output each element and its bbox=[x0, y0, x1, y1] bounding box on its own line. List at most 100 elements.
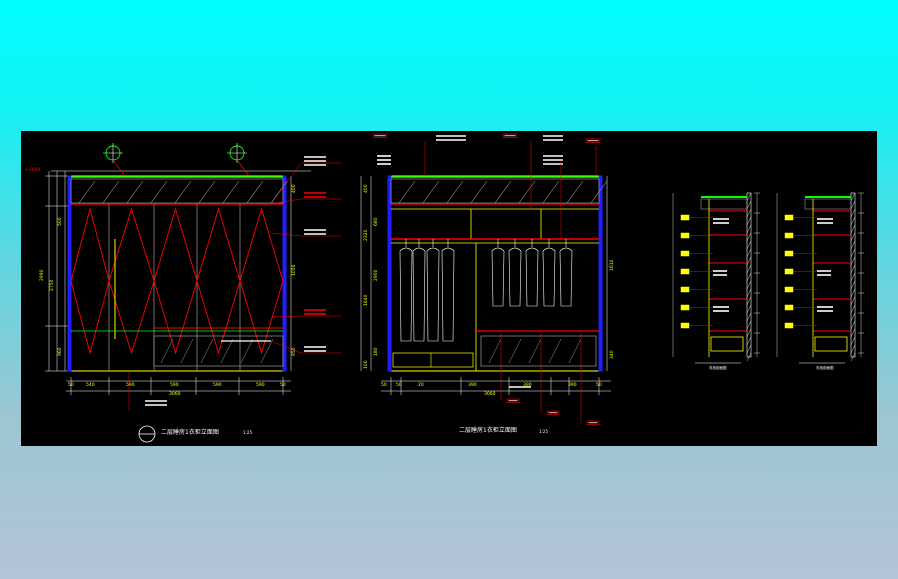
right-wall bbox=[282, 175, 287, 372]
annotation-leader bbox=[270, 315, 302, 318]
section-wall-hatch bbox=[746, 320, 752, 330]
section-wall-hatch bbox=[850, 344, 856, 354]
section-wall-hatch bbox=[850, 216, 856, 226]
v2-callout-tag bbox=[372, 133, 388, 138]
v2-title: 二层睡房1衣柜立面图 bbox=[459, 426, 517, 434]
drawer-hatch bbox=[240, 338, 254, 364]
dim-text-bottom: 590 bbox=[256, 382, 265, 388]
v2-drawer-hatch bbox=[548, 338, 562, 364]
section-top-band bbox=[700, 198, 748, 210]
hanging-garment-3 bbox=[426, 247, 440, 342]
annotation-leader bbox=[270, 232, 302, 237]
section-view-1: 衣柜剖面图 bbox=[672, 192, 760, 370]
section-wall-hatch bbox=[746, 344, 752, 354]
annotation-leader bbox=[270, 198, 302, 205]
section-wall-hatch bbox=[850, 224, 856, 234]
section-annotation-label bbox=[680, 232, 690, 239]
v2-dim-text-right: 340 bbox=[609, 350, 615, 359]
section-wall-hatch bbox=[746, 248, 752, 258]
section-wall-hatch bbox=[850, 272, 856, 282]
section-annotation-label bbox=[680, 268, 690, 275]
drawer-hatch bbox=[200, 338, 214, 364]
dim-text-bottom: 590 bbox=[126, 382, 135, 388]
band-hatch bbox=[150, 180, 168, 204]
section-wall-hatch bbox=[746, 216, 752, 226]
section-annotation-label bbox=[784, 232, 794, 239]
v2-dim-text-bottom: 50 bbox=[396, 382, 402, 388]
v2-dim-text-bottom: 390 bbox=[568, 382, 577, 388]
wardrobe-1-outline bbox=[70, 175, 284, 372]
section-annotation-label bbox=[784, 268, 794, 275]
section-annotation-label bbox=[680, 286, 690, 293]
hanging-garment-9 bbox=[559, 247, 573, 307]
section-wall-hatch bbox=[850, 208, 856, 218]
v1-scale: 1:25 bbox=[243, 430, 252, 435]
v2-drawer-hatch bbox=[528, 338, 542, 364]
hanging-garment-5 bbox=[491, 247, 505, 307]
v2-dim-text-left: 2320 bbox=[363, 229, 369, 241]
v2-dim-text-left: 180 bbox=[373, 347, 379, 356]
hanging-garment-7 bbox=[525, 247, 539, 307]
section-wall-hatch bbox=[850, 304, 856, 314]
section-wall bbox=[746, 192, 752, 358]
dim-text-bottom: 590 bbox=[170, 382, 179, 388]
v2-callout-tag bbox=[546, 410, 560, 415]
level-marker-leader bbox=[112, 159, 126, 177]
v2-hanging-clothes bbox=[399, 239, 573, 342]
section-wall-hatch bbox=[746, 192, 752, 202]
hanging-garment-8 bbox=[542, 247, 556, 307]
section-view-2: 衣柜剖面图 bbox=[776, 192, 864, 370]
section-wall-hatch bbox=[746, 272, 752, 282]
section-wall-hatch bbox=[746, 336, 752, 346]
section-wall-hatch bbox=[746, 312, 752, 322]
drawer-hatch bbox=[180, 338, 194, 364]
band-hatch bbox=[174, 180, 192, 204]
section-wall-hatch bbox=[850, 320, 856, 330]
section-wall-hatch bbox=[850, 256, 856, 266]
v2-band-hatch bbox=[542, 180, 560, 204]
left-wall bbox=[67, 175, 72, 372]
section-wall-hatch bbox=[850, 296, 856, 306]
v2-dim-text-bottom: 390 bbox=[468, 382, 477, 388]
section-wall-hatch bbox=[850, 336, 856, 346]
hanging-garment-6 bbox=[508, 247, 522, 307]
band-hatch bbox=[246, 180, 264, 204]
dim-text-bottom: 50 bbox=[68, 382, 74, 388]
v2-left-wall bbox=[387, 175, 392, 372]
v2-band-hatch bbox=[470, 180, 488, 204]
section-wall-hatch bbox=[746, 304, 752, 314]
dim-text-bottom: 590 bbox=[213, 382, 222, 388]
section-drawer bbox=[710, 336, 744, 352]
v2-band-hatch bbox=[518, 180, 536, 204]
section-wall-hatch bbox=[746, 288, 752, 298]
dim-text-top-level: +2900 bbox=[25, 167, 40, 173]
section-annotation-label bbox=[680, 250, 690, 257]
section-wall-hatch bbox=[746, 352, 752, 362]
annotation-leader bbox=[270, 162, 302, 205]
top-band bbox=[70, 178, 284, 204]
hanging-garment-2 bbox=[412, 247, 426, 342]
v2-dimension-lines bbox=[360, 176, 611, 395]
dim-text: 960 bbox=[57, 347, 63, 356]
s1-title: 衣柜剖面图 bbox=[709, 365, 727, 370]
door-diamond-5 bbox=[239, 207, 284, 355]
v2-band-hatch bbox=[398, 180, 416, 204]
section-annotation-label bbox=[784, 286, 794, 293]
v2-dim-text-left: 400 bbox=[363, 184, 369, 193]
section-annotation-label bbox=[784, 214, 794, 221]
v2-drawer-hatch bbox=[488, 338, 502, 364]
wardrobe-2-frame bbox=[387, 175, 608, 372]
v1-leaders bbox=[103, 143, 341, 411]
v2-bottom-drawer-left bbox=[392, 352, 474, 368]
v2-dim-text-bottom: 390 bbox=[523, 382, 532, 388]
wardrobe-1-frame bbox=[67, 175, 288, 372]
v2-leaders bbox=[372, 133, 601, 425]
section-wall-hatch bbox=[850, 192, 856, 202]
v2-callout-tag bbox=[586, 420, 600, 425]
v2-band-hatch bbox=[494, 180, 512, 204]
section-wall-hatch bbox=[746, 296, 752, 306]
band-hatch bbox=[102, 180, 120, 204]
section-wall-hatch bbox=[850, 264, 856, 274]
